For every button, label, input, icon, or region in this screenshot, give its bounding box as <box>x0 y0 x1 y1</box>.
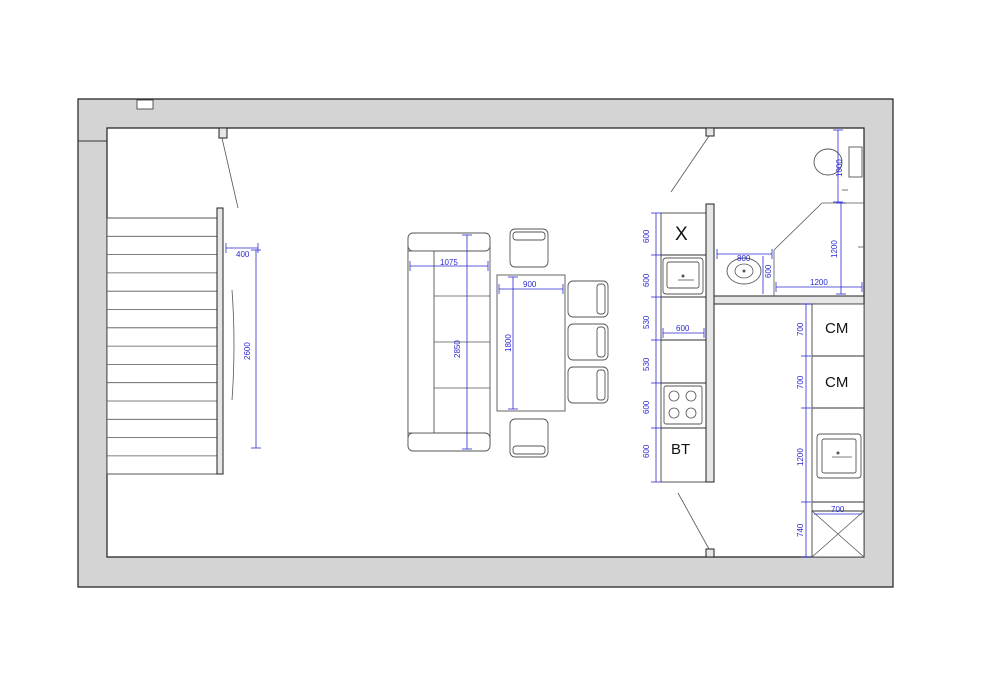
utility-sink <box>816 433 862 479</box>
chair <box>567 280 609 318</box>
dim-counter-depth: 600 <box>676 324 690 333</box>
fridge-label: X <box>675 224 688 245</box>
dim-sofa-length: 2850 <box>453 340 462 358</box>
dim-cabinet-1: 700 <box>796 322 805 336</box>
chair <box>509 228 549 268</box>
kitchen-counter: X BT <box>660 212 707 483</box>
stair-dimensions: 400 2600 <box>225 243 261 449</box>
window-marker <box>136 99 154 110</box>
dim-wc-depth: 1000 <box>835 159 844 177</box>
utility-cabinets: CM CM <box>811 303 865 558</box>
cooktop <box>663 385 703 425</box>
dim-counter-3: 530 <box>642 315 651 329</box>
cabinet-label-2: CM <box>825 374 848 391</box>
dim-shower-height: 1200 <box>830 240 839 258</box>
door-swing <box>677 492 710 550</box>
staircase <box>106 127 239 475</box>
kitchen-partition <box>705 203 715 483</box>
stove-counter-label: BT <box>671 441 690 458</box>
washbasin <box>726 257 762 285</box>
bathroom-wall <box>713 295 865 305</box>
dim-table-length: 1800 <box>504 334 513 352</box>
shower <box>773 202 864 296</box>
dim-table-width: 900 <box>523 280 537 289</box>
dim-counter-6: 600 <box>642 444 651 458</box>
stair-railing <box>216 207 224 475</box>
stair-door-swing <box>221 137 239 209</box>
chair <box>567 366 609 404</box>
dim-cabinet-4: 740 <box>796 523 805 537</box>
dim-cabinet-3: 1200 <box>796 448 805 466</box>
dim-basin-depth: 600 <box>764 264 773 278</box>
dim-counter-1: 600 <box>642 229 651 243</box>
stair-handrail <box>231 289 235 401</box>
counter-dimensions: 600 600 530 530 600 600 600 <box>642 212 705 483</box>
cabinet-label-1: CM <box>825 320 848 337</box>
dim-stair-width: 400 <box>236 250 250 259</box>
partition-walls <box>670 127 865 558</box>
column-post <box>705 548 715 558</box>
dim-sofa-width: 1075 <box>440 258 458 267</box>
bathroom: 800 600 1000 1200 1200 <box>716 129 864 296</box>
dim-cabinet-width: 700 <box>831 505 845 514</box>
dim-counter-4: 530 <box>642 357 651 371</box>
dining-table: 900 1800 <box>496 274 566 412</box>
column-post <box>218 127 228 139</box>
column-post <box>705 127 715 137</box>
chair <box>509 418 549 458</box>
dining-chairs <box>509 228 609 458</box>
cabinet-dimensions: 700 700 1200 740 700 <box>796 303 862 558</box>
dim-cabinet-2: 700 <box>796 375 805 389</box>
dim-counter-5: 600 <box>642 400 651 414</box>
chair <box>567 323 609 361</box>
toilet <box>813 146 863 191</box>
empty-shaft <box>811 510 865 558</box>
kitchen-sink <box>662 257 704 295</box>
dim-counter-2: 600 <box>642 273 651 287</box>
dim-stair-length: 2600 <box>243 342 252 360</box>
dim-basin-width: 800 <box>737 254 751 263</box>
door-swing <box>670 135 710 193</box>
sofa: 1075 2850 <box>407 232 491 452</box>
dim-shower-width: 1200 <box>810 278 828 287</box>
